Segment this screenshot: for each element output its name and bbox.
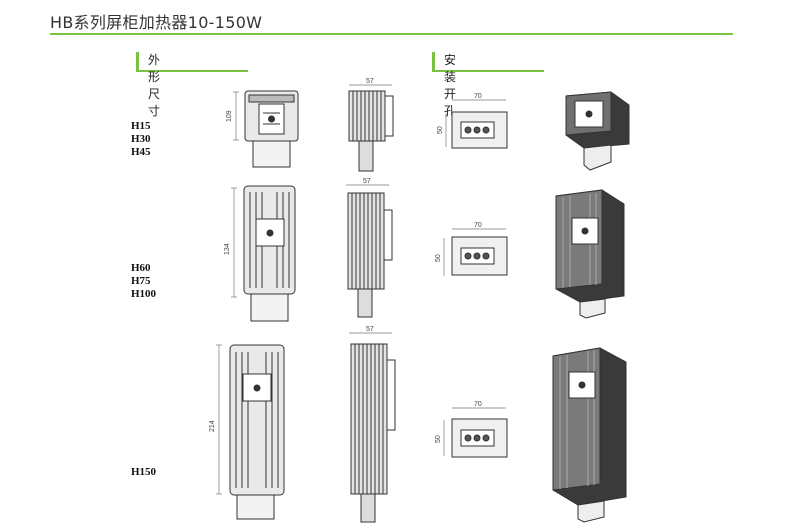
mounting-hole-1: 70 50 (437, 93, 508, 149)
model-label: H15 (131, 120, 151, 132)
model-label: H150 (131, 466, 157, 478)
model-label: H45 (131, 146, 151, 158)
section-underline (136, 70, 248, 72)
model-group-2: H60 H75 H100 (131, 262, 156, 301)
model-label: H30 (131, 133, 151, 145)
model-group-1: H15 H30 H45 (131, 120, 151, 159)
section-accent-bar (432, 52, 435, 72)
title-rule (50, 33, 733, 35)
dimension-height: 109 (226, 110, 233, 122)
product-3d-view-1 (565, 91, 630, 171)
dimension-depth: 57 (366, 78, 374, 85)
dimension-height: 214 (209, 420, 216, 432)
side-view-medium: 57 (346, 178, 393, 318)
model-label: H75 (131, 275, 151, 287)
front-view-medium: 134 (224, 185, 296, 322)
front-view-large: 214 (209, 344, 285, 520)
model-group-3: H150 (131, 466, 156, 479)
mounting-hole-2: 70 50 (435, 222, 508, 276)
dimension-depth: 57 (363, 178, 371, 185)
model-label: H100 (131, 288, 157, 300)
dimension-height: 134 (224, 243, 231, 255)
dimension-hole-height: 50 (437, 126, 444, 134)
section-title-dimensions: 外形尺寸 (148, 53, 161, 118)
dimension-hole-width: 70 (474, 401, 482, 408)
section-accent-bar (136, 52, 139, 72)
product-3d-view-3 (552, 347, 627, 523)
dimension-hole-width: 70 (474, 93, 482, 100)
dimension-hole-height: 50 (435, 435, 442, 443)
front-view-small: 109 (226, 90, 299, 168)
page-title: HB系列屏柜加热器10-150W (50, 13, 263, 32)
dimension-hole-width: 70 (474, 222, 482, 229)
product-3d-view-2 (555, 189, 625, 319)
dimension-depth: 57 (366, 326, 374, 333)
side-view-large: 57 (349, 326, 396, 523)
section-underline (432, 70, 544, 72)
side-view-small: 57 (348, 78, 394, 172)
model-label: H60 (131, 262, 151, 274)
mounting-hole-3: 70 50 (435, 401, 508, 458)
dimension-hole-height: 50 (435, 254, 442, 262)
